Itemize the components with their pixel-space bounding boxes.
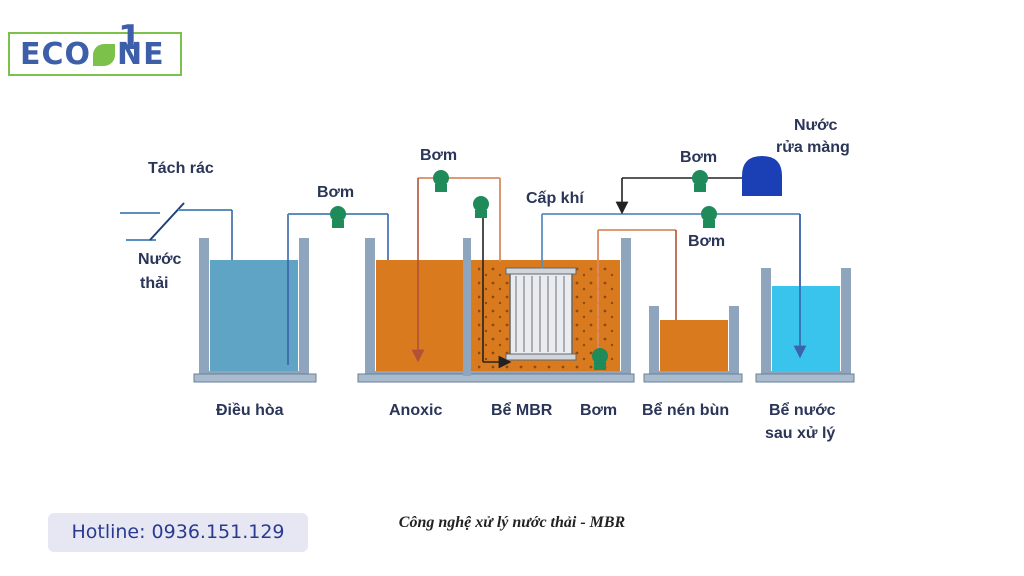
pump-icon: [692, 170, 708, 192]
wastewater-label-1: Nước: [138, 251, 182, 268]
clean-water-tank: [755, 214, 855, 383]
tank-label-sludge: Bể nén bùn: [642, 401, 729, 419]
tank-label-equalization: Điều hòa: [216, 402, 284, 419]
pump-icon: [330, 206, 346, 228]
screen-label: Tách rác: [148, 160, 214, 177]
tank-label-anoxic: Anoxic: [389, 402, 442, 419]
pump-icon: [592, 348, 608, 370]
pump-label-4: Bơm: [688, 233, 725, 250]
rinse-label-2: rửa màng: [776, 139, 850, 156]
diagram-caption: Công nghệ xử lý nước thải - MBR: [398, 514, 626, 531]
pump-label-3: Bơm: [680, 149, 717, 166]
pump-icon: [433, 170, 449, 192]
recirculation-line: [411, 177, 501, 363]
hotline-badge[interactable]: Hotline: 0936.151.129: [48, 513, 308, 552]
rinse-line: [615, 177, 742, 215]
tank-label-clean-1: Bể nước: [769, 401, 836, 419]
pump-icon: [701, 206, 717, 228]
logo-prefix: ECO: [20, 37, 92, 72]
wastewater-label-2: thải: [140, 275, 168, 292]
logo-text: ECO NE: [20, 38, 165, 72]
tank-label-mbr: Bể MBR: [491, 401, 553, 419]
air-supply-label: Cấp khí: [526, 190, 584, 207]
leaf-icon: [93, 44, 116, 66]
pump-label-5: Bơm: [580, 402, 617, 419]
logo-one: 1: [118, 18, 142, 58]
pump-label-2: Bơm: [420, 147, 457, 164]
membrane-module: [505, 267, 577, 361]
air-supply-line: [482, 212, 512, 369]
pump-label-1: Bơm: [317, 184, 354, 201]
blower-icon: [473, 196, 489, 218]
ecoone-logo: ECO NE 1: [8, 18, 182, 76]
rinse-label-1: Nước: [794, 117, 838, 134]
rinse-water-tank-icon: [742, 156, 782, 196]
logo-suffix: NE: [117, 37, 165, 72]
equalization-tank: [193, 214, 317, 383]
tank-label-clean-2: sau xử lý: [765, 425, 835, 442]
anoxic-mbr-tank: [357, 238, 635, 383]
sludge-tank: [643, 306, 743, 383]
